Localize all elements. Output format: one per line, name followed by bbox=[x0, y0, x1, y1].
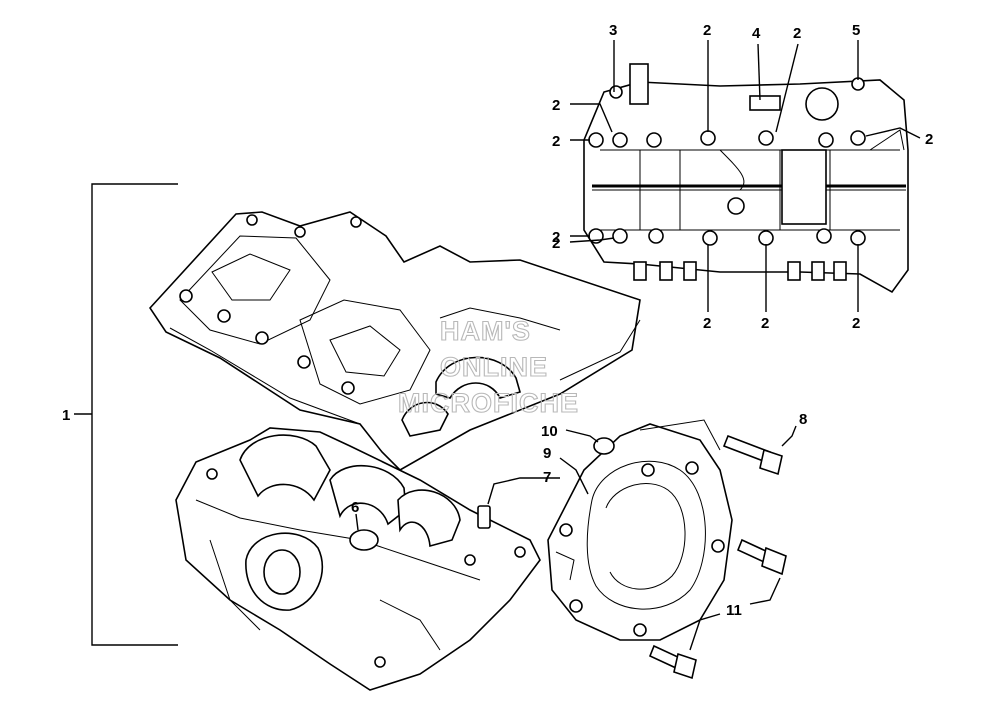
callouts: 1 3 2 4 2 5 2 2 2 2 2 2 2 2 6 7 8 9 10 1… bbox=[62, 22, 933, 619]
callout-2-bottom-b: 2 bbox=[761, 315, 769, 332]
watermark-line-2: ONLINE bbox=[440, 352, 548, 382]
bolt-11-upper bbox=[736, 538, 787, 576]
callout-10: 10 bbox=[541, 423, 558, 440]
callout-5: 5 bbox=[852, 22, 860, 39]
callout-8: 8 bbox=[799, 411, 807, 428]
callout-2-right: 2 bbox=[925, 131, 933, 148]
assembly-bracket bbox=[74, 183, 178, 646]
upper-crankcase-half bbox=[148, 211, 641, 471]
callout-2-left-d: 2 bbox=[552, 235, 560, 252]
watermark-line-3: MICROFICHE bbox=[398, 388, 579, 418]
bolt-8 bbox=[722, 434, 783, 476]
watermark-line-1: HAM'S bbox=[440, 316, 531, 346]
lower-crankcase-half bbox=[175, 427, 541, 691]
bolt-11-lower bbox=[648, 644, 697, 680]
callout-2-left-b: 2 bbox=[552, 133, 560, 150]
callout-3: 3 bbox=[609, 22, 617, 39]
magneto-housing bbox=[547, 419, 733, 641]
callout-7: 7 bbox=[543, 469, 551, 486]
dowel-10 bbox=[593, 437, 615, 455]
callout-2-left-a: 2 bbox=[552, 97, 560, 114]
callout-9: 9 bbox=[543, 445, 551, 462]
callout-6: 6 bbox=[351, 499, 359, 516]
leader-lines bbox=[355, 40, 921, 651]
callout-2-left-c: 2 bbox=[552, 229, 560, 246]
callout-4: 4 bbox=[752, 25, 761, 42]
callout-2-top-a: 2 bbox=[703, 22, 711, 39]
callout-11: 11 bbox=[726, 602, 742, 619]
crankcase-bottom-view bbox=[583, 63, 909, 294]
watermark: HAM'S ONLINE MICROFICHE bbox=[397, 315, 579, 418]
callout-2-bottom-a: 2 bbox=[703, 315, 711, 332]
callout-2-bottom-c: 2 bbox=[852, 315, 860, 332]
callout-1: 1 bbox=[62, 407, 70, 424]
callout-2-top-b: 2 bbox=[793, 25, 801, 42]
